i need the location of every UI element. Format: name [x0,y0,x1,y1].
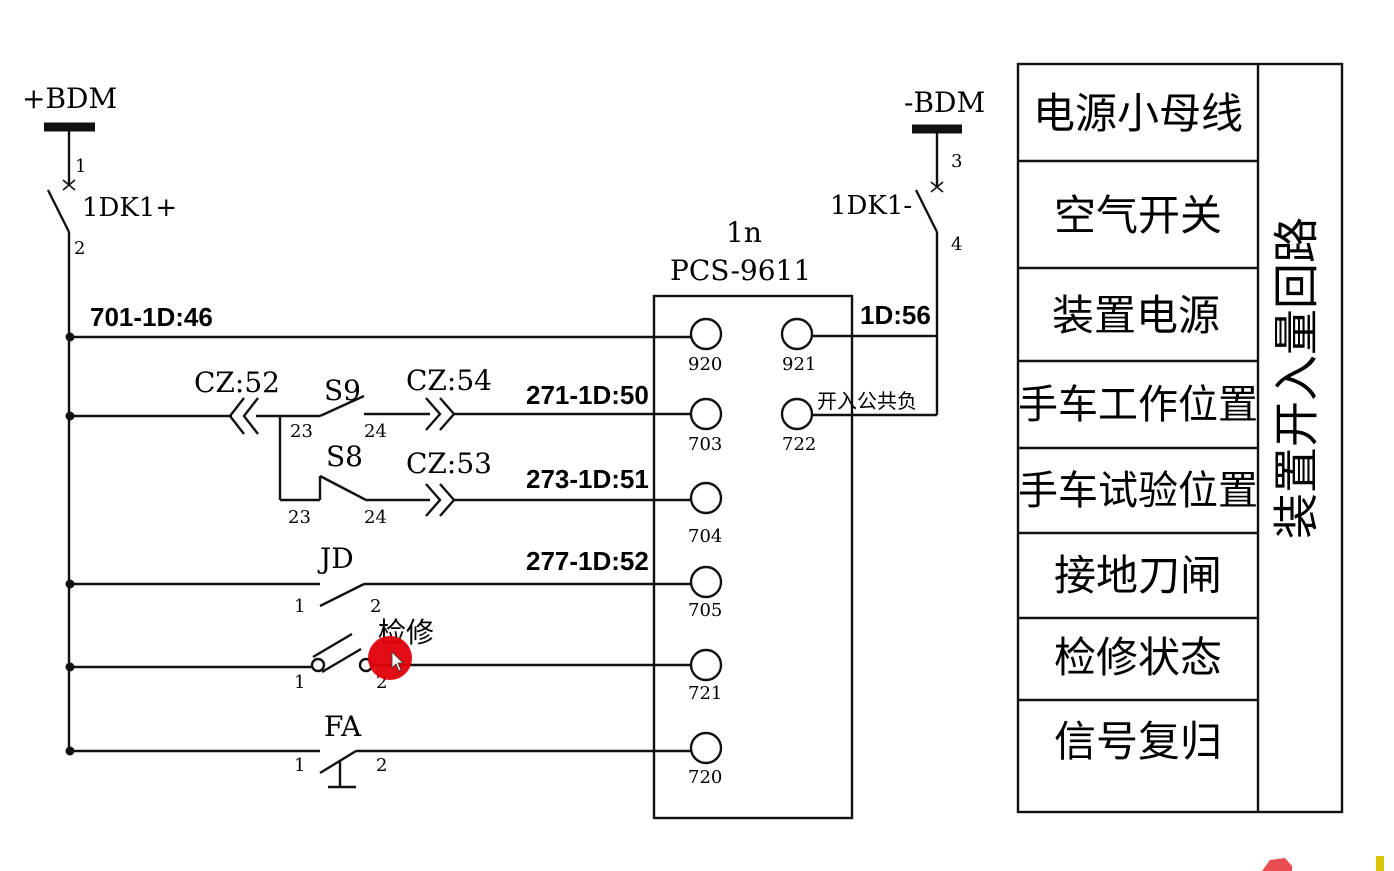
jianxiu-lever-b [312,632,353,659]
fa-pin1: 1 [294,755,305,776]
cz53-plug-a [425,483,442,517]
terminal-920 [689,317,723,351]
breaker-neg-mark-b [930,181,944,193]
jd-pin1: 1 [294,596,305,617]
breaker-neg-pin3: 3 [951,151,962,172]
device-model: PCS-9611 [670,254,811,287]
terminal-720-label: 720 [688,767,722,788]
breaker-pos-mark-b [62,179,76,191]
terminal-722 [780,397,814,431]
terminal-721-label: 721 [688,683,722,704]
breaker-pos-pin2: 2 [74,238,85,259]
s8-pin24: 24 [364,507,387,528]
terminal-722-label: 722 [782,434,816,455]
corner-logo-icon [1262,858,1292,871]
breaker-pos-label: 1DK1+ [82,193,177,223]
legend-item: 电源小母线 [1033,89,1243,138]
breaker-neg-blade [914,189,939,233]
wire-271-label: 271-1D:50 [526,380,649,410]
legend-item: 手车工作位置 [1018,382,1258,428]
terminal-921-label: 921 [782,354,816,375]
cursor-highlight [368,636,412,680]
legend-side-title: 装置开入量回路 [1270,217,1324,539]
s9-pin24: 24 [364,421,387,442]
cz53-plug-b [439,483,456,517]
wire-277-label: 277-1D:52 [526,546,649,576]
terminal-704-label: 704 [688,526,722,547]
jianxiu-pin-left [310,657,326,673]
cz54-plug-b [439,397,456,431]
legend-item: 接地刀闸 [1054,551,1222,600]
corner-marker-icon [1376,856,1384,871]
wire-701-label: 701-1D:46 [90,302,213,332]
jd-contact-blade [319,582,365,608]
fa-pin2: 2 [376,755,387,776]
breaker-pos-blade [46,189,71,233]
legend-item: 信号复归 [1054,717,1222,766]
jd-label: JD [317,542,354,575]
jianxiu-lever-a [321,647,362,674]
fa-label: FA [324,710,362,743]
terminal-720 [689,731,723,765]
cz52-plug-b [242,397,259,435]
terminal-703 [689,397,723,431]
jianxiu-pin2: 2 [376,672,387,693]
cz53-label: CZ:53 [406,447,492,480]
common-neg-label: 开入公共负 [817,389,917,413]
s9-label: S9 [324,374,361,407]
cz52-plug-a [228,397,245,435]
s8-pin23: 23 [288,507,311,528]
terminal-705-label: 705 [688,600,722,621]
wire-273-label: 273-1D:51 [526,464,649,494]
terminal-705 [689,565,723,599]
legend-table [1016,62,1344,814]
device-name: 1n [726,216,762,249]
s9-contact-blade [319,394,365,418]
legend-item: 装置电源 [1052,291,1220,340]
cz54-plug-a [425,397,442,431]
terminal-704 [689,481,723,515]
cz54-label: CZ:54 [406,364,492,397]
s9-pin23: 23 [290,421,313,442]
s8-label: S8 [326,440,363,473]
cz52-label: CZ:52 [194,366,280,399]
cursor-arrow-icon [391,651,404,672]
terminal-921 [780,317,814,351]
breaker-pos-pin1: 1 [75,156,86,177]
terminal-721 [689,648,723,682]
jianxiu-pin1: 1 [294,672,305,693]
jd-pin2: 2 [370,596,381,617]
terminal-703-label: 703 [688,434,722,455]
s8-contact-blade [319,474,367,502]
terminal-920-label: 920 [688,354,722,375]
device-box [652,294,854,820]
breaker-neg-pin4: 4 [951,234,962,255]
positive-bus-label: +BDM [22,82,117,115]
legend-item: 手车试验位置 [1018,468,1258,514]
negative-bus-label: -BDM [904,86,985,119]
legend-item: 空气开关 [1054,191,1222,240]
fa-contact-blade [319,749,357,775]
wire-1d56-label: 1D:56 [860,300,931,330]
breaker-neg-label: 1DK1- [830,191,912,221]
legend-item: 检修状态 [1054,633,1222,682]
